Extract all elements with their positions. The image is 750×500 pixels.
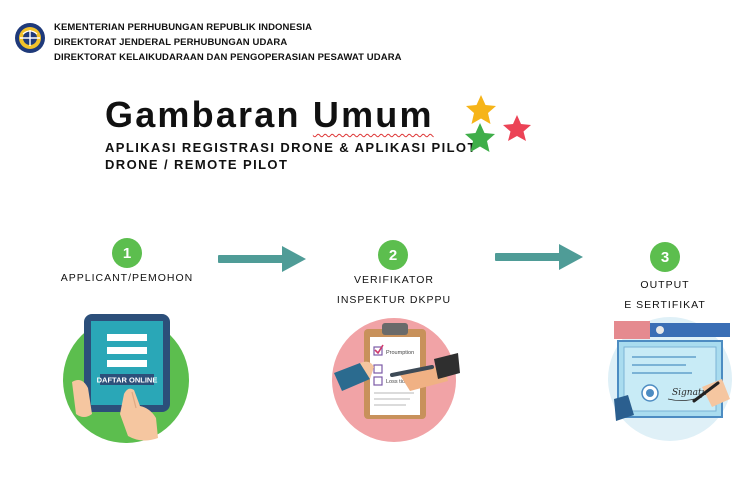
title-word-umum: Umum [312, 94, 434, 135]
step-1-label-line-1: APPLICANT/PEMOHON [60, 272, 194, 284]
header: KEMENTERIAN PERHUBUNGAN REPUBLIK INDONES… [14, 20, 402, 65]
red-star-icon [503, 115, 531, 141]
step-3-label-line-1: OUTPUT [640, 279, 690, 291]
org-line-directorate-general: DIREKTORAT JENDERAL PERHUBUNGAN UDARA [54, 37, 288, 48]
yellow-star-icon [466, 95, 496, 124]
page-title: Gambaran Umum [105, 93, 434, 137]
step-3-label: OUTPUT E SERTIFIKAT [585, 275, 745, 315]
checklist-item-1: Proumption [386, 350, 414, 356]
step-2-label: VERIFIKATOR INSPEKTUR DKPPU [314, 270, 474, 310]
arrow-step1-to-step2-icon [218, 246, 306, 272]
step-1-label: APPLICANT/PEMOHON [47, 268, 207, 288]
step-3-label-line-2: E SERTIFIKAT [624, 299, 706, 311]
ministry-emblem-icon [15, 23, 45, 53]
step-2-label-line-1: VERIFIKATOR [353, 274, 435, 286]
clipboard-checklist-icon: Proumption Loss tion [332, 318, 460, 442]
checklist-item-2: Loss tion [386, 379, 408, 385]
certificate-signature-icon: Signature [608, 317, 732, 441]
organization-lines: KEMENTERIAN PERHUBUNGAN REPUBLIK INDONES… [54, 20, 402, 65]
step-2-badge: 2 [378, 240, 408, 270]
title-word-gambaran: Gambaran [105, 94, 301, 135]
tablet-daftar-online-icon: DAFTAR ONLINE [63, 314, 189, 443]
step-1-badge: 1 [112, 238, 142, 268]
subtitle-line-2: DRONE / REMOTE PILOT [105, 157, 289, 172]
green-star-icon [465, 123, 495, 152]
org-line-ministry: KEMENTERIAN PERHUBUNGAN REPUBLIK INDONES… [54, 22, 313, 33]
step-3-badge: 3 [650, 242, 680, 272]
subtitle-line-1: APLIKASI REGISTRASI DRONE & APLIKASI PIL… [105, 140, 477, 155]
stars-decoration-icon [465, 95, 531, 152]
tablet-daftar-online-text: DAFTAR ONLINE [97, 376, 158, 385]
certificate-signature-text: Signature [672, 388, 717, 398]
page-subtitle: APLIKASI REGISTRASI DRONE & APLIKASI PIL… [105, 139, 477, 173]
step-2-label-line-2: INSPEKTUR DKPPU [336, 294, 452, 306]
org-line-directorate: DIREKTORAT KELAIKUDARAAN DAN PENGOPERASI… [54, 52, 402, 63]
arrow-step2-to-step3-icon [495, 244, 583, 270]
